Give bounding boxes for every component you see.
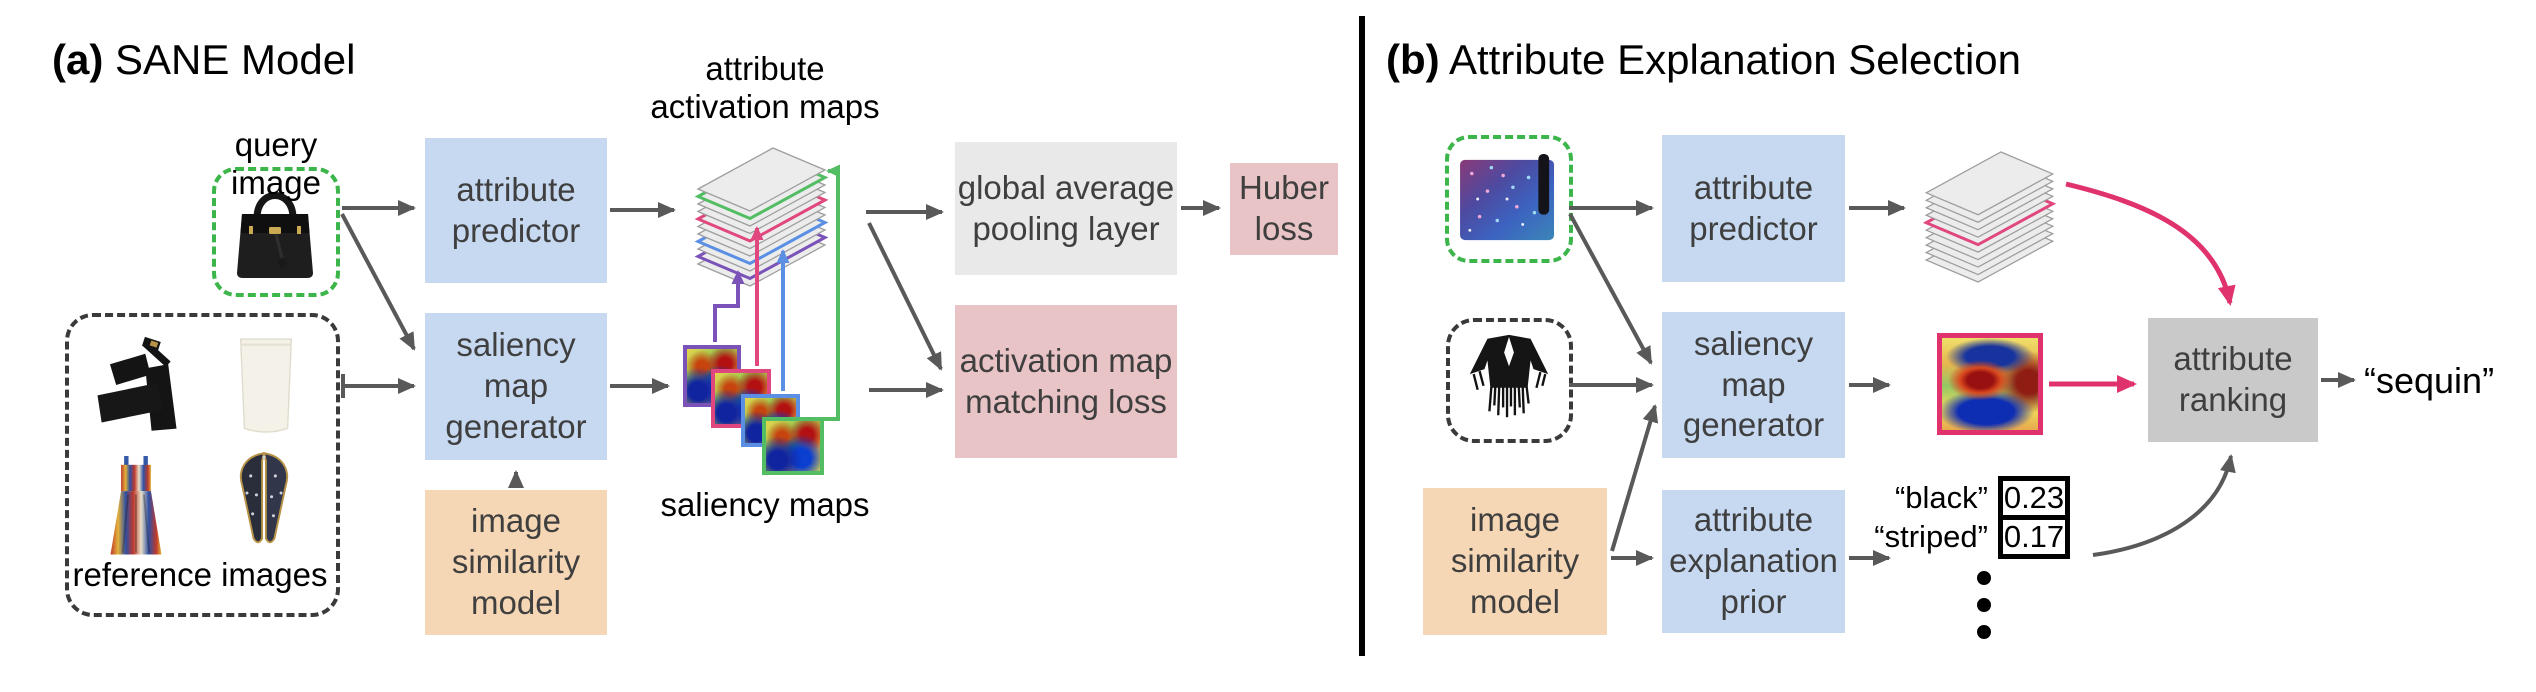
arrow-scores-to-ranking (2092, 454, 2236, 557)
reference-sandal-image (97, 336, 177, 431)
reference-images-label: reference images (72, 556, 328, 593)
attribute-explanation-prior-box: attribute explanation prior (1662, 490, 1845, 633)
attribute-predictor-box-a: attribute predictor (425, 138, 607, 283)
image-similarity-model-box-a: image similarity model (425, 490, 607, 635)
prior-score-row-black: “black” 0.23 (1840, 476, 2070, 520)
panel-b-title: (b) Attribute Explanation Selection (1386, 36, 2021, 84)
ellipsis-dots (1977, 571, 1991, 639)
prior-score-label-striped: “striped” (1874, 519, 1988, 554)
prior-score-value-striped: 0.17 (1998, 515, 2070, 559)
panel-b-title-text: Attribute Explanation Selection (1439, 36, 2022, 83)
attribute-ranking-box: attribute ranking (2148, 318, 2318, 442)
activation-map-matching-loss-box: activation map matching loss (955, 305, 1177, 458)
activation-map-stack-a (694, 147, 829, 287)
panel-a-title: (a) SANE Model (52, 36, 355, 84)
panel-b-title-index: (b) (1386, 36, 1440, 83)
saliency-heatmap-b (1937, 333, 2043, 435)
panel-a-title-index: (a) (52, 36, 104, 83)
activation-map-stack-b (1922, 151, 2057, 283)
global-average-pooling-box: global average pooling layer (955, 142, 1177, 275)
reference-scarf-image (240, 452, 288, 544)
saliency-maps-label: saliency maps (660, 486, 870, 523)
output-attribute-label: “sequin” (2364, 360, 2495, 401)
prior-score-row-striped: “striped” 0.17 (1840, 515, 2070, 559)
panel-divider (1359, 16, 1365, 656)
arrow-stack-to-ranking-pink (2065, 181, 2236, 306)
prior-score-value-black: 0.23 (1998, 476, 2070, 520)
attribute-predictor-box-b: attribute predictor (1662, 135, 1845, 282)
query-image-label: query image (231, 126, 321, 201)
image-similarity-model-box-b: image similarity model (1423, 488, 1607, 635)
saliency-map-green (762, 417, 824, 475)
query-handbag-image (237, 192, 313, 278)
reference-dress-image (110, 456, 162, 555)
arrow-query-to-saliency-generator-b (1568, 213, 1653, 365)
arrow-similarity-to-saliency-generator-b (1610, 404, 1659, 552)
saliency-map-generator-box-a: saliency map generator (425, 313, 607, 460)
reference-images-box (65, 313, 340, 617)
reference-skirt-image (239, 338, 293, 433)
prior-score-label-black: “black” (1894, 480, 1988, 515)
activation-layer-gray (1924, 151, 2055, 216)
arrow-stack-to-matching-loss (867, 222, 943, 371)
arrow-query-to-saliency-generator (340, 213, 416, 351)
saliency-map-generator-box-b: saliency map generator (1662, 312, 1845, 458)
attribute-activation-maps-label: attribute activation maps (650, 50, 880, 125)
panel-a-title-text: SANE Model (103, 36, 356, 83)
fringed-jacket-image (1469, 334, 1549, 418)
sequin-clutch-image (1460, 153, 1555, 241)
huber-loss-box: Huber loss (1230, 163, 1338, 255)
